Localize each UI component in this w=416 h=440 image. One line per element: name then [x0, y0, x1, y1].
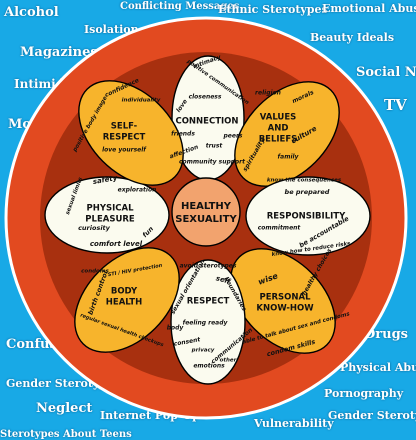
petal-title-values-beliefs: VALUES [260, 113, 297, 123]
petal-title-physical-pleasure: PHYSICAL [86, 204, 134, 214]
petal-title-body-health: HEALTH [106, 298, 142, 308]
petal-word: avoid sterotypes [180, 263, 237, 270]
petal-self-respect [78, 80, 184, 186]
petal-word: individuality [122, 98, 161, 104]
background-word: Sterotypes About Teens [0, 429, 132, 440]
petal-word: know the consequences [267, 178, 342, 184]
background-word: Gender Sterotypes [328, 409, 416, 422]
petal-word: consent [173, 336, 202, 348]
petal-body-health [74, 247, 180, 353]
petal-word: commitment [258, 225, 302, 232]
petal-title-connection: CONNECTION [175, 117, 238, 127]
petal-word: family [278, 154, 300, 161]
petal-respect [170, 259, 246, 385]
petal-word: privacy [191, 348, 215, 354]
background-word: Isolation [84, 23, 139, 36]
petal-title-values-beliefs: AND [268, 124, 289, 134]
background-word: Conflicting Messages [120, 1, 240, 12]
petal-title-personal-know-how: KNOW-HOW [256, 304, 314, 314]
background-word: Neglect [36, 401, 93, 416]
petal-word: religion [255, 90, 281, 97]
background-word: Internet Pop-Ups [100, 409, 206, 422]
petal-title-body-health: BODY [111, 287, 138, 297]
petal-title-physical-pleasure: PLEASURE [85, 215, 135, 225]
background-word: Social Norms [356, 65, 416, 80]
petal-title-responsibility: RESPONSIBILITY [267, 212, 346, 222]
center-title-line2: SEXUALITY [175, 214, 237, 225]
background-word: Pornography [324, 387, 404, 400]
background-word: Vulnerability [254, 417, 334, 430]
petal-word: feeling ready [183, 320, 229, 327]
petal-word: emotions [193, 363, 225, 370]
center-circle [171, 177, 241, 247]
background-word: Beauty Ideals [310, 31, 395, 44]
background-word: Physical Abuse [340, 361, 416, 374]
background-word: TV [384, 96, 407, 114]
petal-responsibility [245, 176, 371, 256]
background-word: Alcohol [4, 5, 59, 20]
background-word: Gender Sterotypes [6, 377, 121, 390]
petal-personal-know-how [230, 248, 336, 354]
petal-word: love yourself [102, 147, 147, 154]
background-word: Emotional Abuse [322, 2, 416, 15]
petal-word: be prepared [285, 188, 330, 196]
petal-word: body [167, 325, 185, 332]
petal-word: condoms [81, 269, 109, 275]
petal-word: closeness [189, 94, 222, 101]
petal-word: curiosity [78, 224, 111, 232]
petal-word: comfort level [90, 240, 143, 248]
petal-title-respect: RESPECT [187, 297, 230, 307]
background-word: Magazines [20, 45, 98, 60]
petal-word: other [220, 358, 237, 364]
petal-word: community support [179, 159, 246, 166]
petal-word: exploration [118, 187, 157, 194]
center-title-line1: HEALTHY [181, 201, 232, 212]
petal-physical-pleasure [44, 176, 170, 254]
petal-values-beliefs [234, 81, 340, 187]
petal-word: trust [206, 143, 224, 150]
petal-title-self-respect: SELF- [111, 122, 138, 132]
petal-title-personal-know-how: PERSONAL [259, 293, 311, 303]
petal-title-values-beliefs: BELIEFS [259, 135, 298, 145]
petal-title-self-respect: RESPECT [103, 133, 146, 143]
petal-word: peers [223, 133, 243, 140]
background-word: Drugs [364, 327, 408, 342]
petal-word: self [215, 274, 232, 286]
petal-word: friends [171, 131, 195, 138]
background-word: Ethnic Sterotypes [218, 3, 328, 16]
